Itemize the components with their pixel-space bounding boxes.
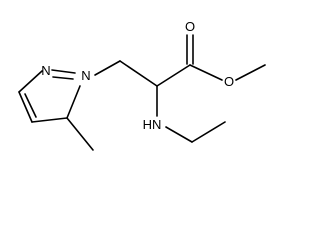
- bond-n1-n2-inner: [52, 76, 74, 80]
- atom-label-amine: HN: [143, 117, 162, 132]
- atom-label-n2: N: [41, 63, 50, 78]
- bond-n1-ch2: [94, 60, 121, 76]
- bond-o-methyl: [235, 64, 266, 81]
- bond-methyl: [66, 117, 94, 151]
- atom-label-ether-oxygen: O: [224, 74, 234, 89]
- bond-c4-c5: [31, 117, 68, 123]
- bond-n2-c3: [18, 70, 43, 93]
- atom-label-carbonyl-oxygen: O: [185, 19, 195, 34]
- pyrazole-ring: [18, 69, 81, 123]
- bond-ethyl: [191, 121, 226, 143]
- bond-ca-ccarbonyl: [156, 64, 191, 87]
- bond-n1-n2: [51, 69, 76, 74]
- bond-c3-c4: [18, 91, 33, 123]
- atom-label-n1: N: [81, 68, 90, 83]
- bond-c5-n1: [66, 85, 81, 119]
- bond-c-o-ether: [189, 64, 223, 81]
- chemical-structure: N N O O HN: [18, 19, 266, 151]
- bond-nh-ethyl: [165, 126, 193, 143]
- bond-ch2-ca: [119, 60, 158, 87]
- bond-c3-c4-inner: [24, 93, 37, 118]
